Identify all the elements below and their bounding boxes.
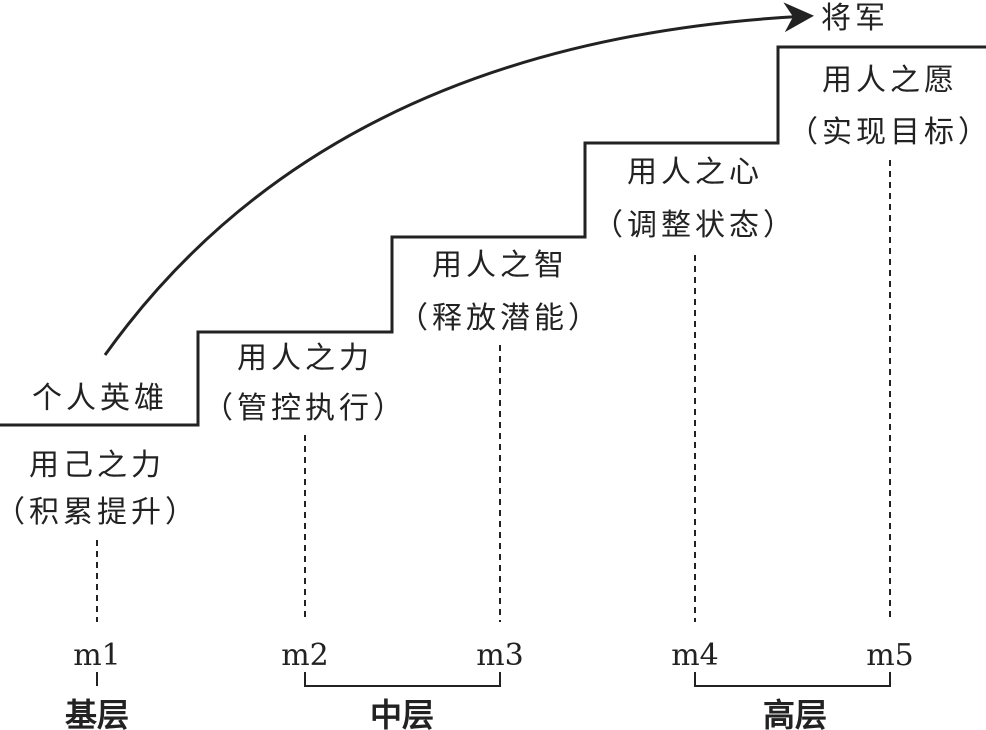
general-label: 将军 — [821, 1, 889, 36]
step-name: 用人之心 — [627, 155, 763, 190]
staircase-line — [0, 45, 986, 427]
level-label-base: 基层 — [65, 696, 129, 730]
step-name: 用人之力 — [237, 341, 373, 376]
marker-label: m3 — [476, 638, 524, 673]
level-brackets — [96, 672, 891, 687]
step-name: 用人之愿 — [822, 63, 958, 98]
step-name: 用人之智 — [432, 248, 568, 283]
step-desc: （释放潜能） — [398, 301, 602, 336]
marker-label: m1 — [73, 638, 121, 673]
individual-hero-label: 个人英雄 — [32, 381, 168, 416]
step-desc: （管控执行） — [203, 391, 407, 426]
level-label-middle: 中层 — [370, 696, 434, 730]
marker-label: m2 — [281, 638, 329, 673]
level-label-high: 高层 — [763, 696, 827, 730]
step-name: 用己之力 — [29, 448, 165, 483]
dashed-guides — [96, 160, 891, 622]
step-desc: （实现目标） — [788, 115, 986, 150]
marker-label: m5 — [866, 638, 914, 673]
marker-label: m4 — [671, 638, 719, 673]
step-desc: （调整状态） — [593, 208, 797, 243]
step-desc: （积累提升） — [0, 495, 199, 530]
growth-arrow — [103, 2, 814, 356]
